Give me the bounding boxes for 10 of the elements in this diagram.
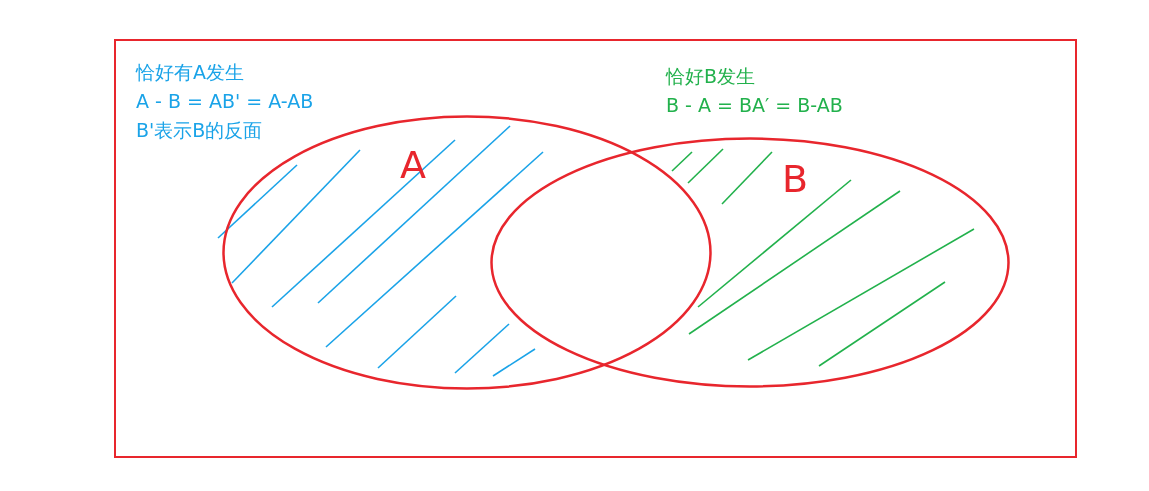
annotation-text: B'表示B的反面 — [136, 118, 263, 142]
universe-rectangle — [114, 39, 1077, 458]
annotation-text: A - B = AB' = A-AB — [136, 89, 314, 113]
annotation-text: 恰好B发生 — [666, 64, 756, 88]
set-label: B — [782, 159, 809, 199]
set-ellipse — [490, 137, 1010, 388]
annotation-text: 恰好有A发生 — [136, 60, 244, 84]
set-label: A — [400, 145, 426, 185]
set-ellipse — [222, 115, 712, 390]
annotation-text: B - A = BA′ = B-AB — [666, 93, 843, 117]
